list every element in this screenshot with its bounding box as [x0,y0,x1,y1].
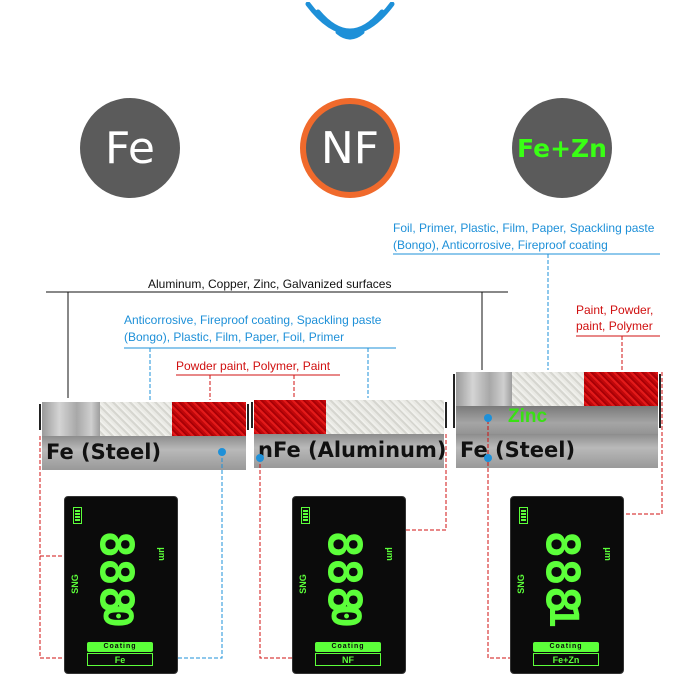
probe-point-left [218,448,226,456]
label-paint-coatings: Powder paint, Polymer, Paint [176,359,331,373]
thickness-gauge-fezn: SNG 888 1 μm Coating Fe+Zn [510,496,624,674]
substrate-label-middle: nFe (Aluminum) [258,438,447,462]
unit-label: μm [156,547,167,561]
label-nonmetal-coatings: Anticorrosive, Fireproof coating, Spackl… [124,313,382,344]
mode-fe-icon: Fe [80,98,180,198]
label-fezn-paint-coatings: Paint, Powder, paint, Polymer [576,303,654,333]
substrate-label-left: Fe (Steel) [46,440,162,464]
probe-point-middle [256,454,264,462]
coating-strip-steel-right [456,372,512,406]
coating-strip-plaster-right [512,372,584,406]
unit-label: μm [384,547,395,561]
substrate-label-right: Fe (Steel) [460,438,576,462]
substrate-steel-left [42,436,246,470]
brand-label: SNG [297,574,308,594]
coating-indicator: Coating [87,642,153,652]
brand-label: SNG [515,574,526,594]
coating-strip-steel-left [42,402,100,436]
substrate-zinc-label: Zinc [508,406,548,427]
battery-icon [519,507,528,524]
coating-indicator: Coating [315,642,381,652]
probe-point-right [484,454,492,462]
coating-indicator: Coating [533,642,599,652]
thickness-gauge-nf: SNG 888 0 μm Coating NF [292,496,406,674]
mode-indicator: Fe [87,653,153,666]
coating-strip-paint-right [584,372,658,406]
sub-reading: 1 [540,603,587,629]
mode-fezn-label: Fe+Zn [517,133,607,163]
mode-indicator: Fe+Zn [533,653,599,666]
main-reading: 888 [535,530,590,614]
label-fezn-nonmetal-coatings: Foil, Primer, Plastic, Film, Paper, Spac… [393,221,655,252]
sub-reading: 0 [322,603,369,629]
substrate-aluminum-middle [254,434,444,468]
brand-label: SNG [69,574,80,594]
sub-reading: 0 [94,603,141,629]
mode-fe-label: Fe [105,122,155,174]
wireless-signal-icon [305,2,395,40]
substrate-steel-right [456,434,658,468]
coating-strip-plaster-left [100,402,172,436]
coating-strip-plaster-middle [326,400,444,434]
battery-icon [73,507,82,524]
battery-icon [301,507,310,524]
unit-label: μm [602,547,613,561]
mode-indicator: NF [315,653,381,666]
coating-strip-paint-middle [254,400,326,434]
main-reading: 888 [317,530,372,614]
mode-fezn-icon: Fe+Zn [512,98,612,198]
mode-nf-label: NF [320,122,380,174]
probe-point-zinc [484,414,492,422]
mode-nf-icon: NF [300,98,400,198]
thickness-gauge-fe: SNG 888 0 μm Coating Fe [64,496,178,674]
label-nonferrous-substrates: Aluminum, Copper, Zinc, Galvanized surfa… [148,277,392,291]
coating-strip-paint-left [172,402,246,436]
main-reading: 888 [89,530,144,614]
